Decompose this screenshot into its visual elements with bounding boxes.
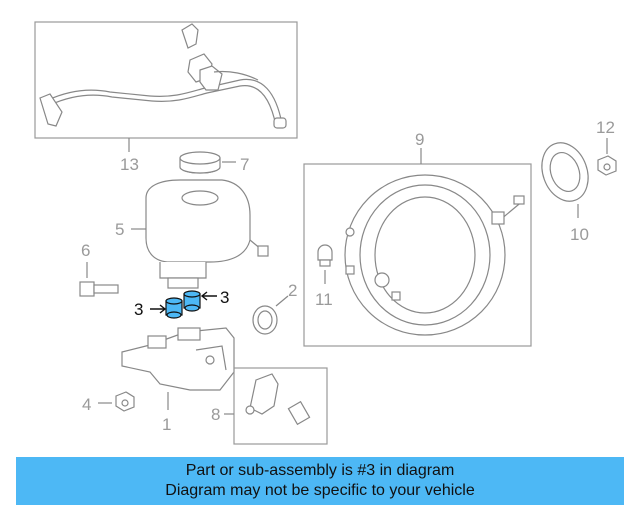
bolt-6 (79, 281, 119, 297)
callout-4: 4 (82, 395, 91, 414)
parts-diagram: 13 7 5 6 3 3 (34, 21, 617, 445)
callout-3-left: 3 (134, 300, 143, 319)
reservoir-cap (179, 151, 221, 174)
seal-ring-2 (252, 305, 278, 335)
callout-2: 2 (288, 281, 297, 300)
bracket-kit-box (233, 367, 328, 445)
brake-booster-box (303, 163, 532, 347)
callout-7: 7 (240, 155, 249, 174)
nut-4 (115, 391, 135, 412)
callout-3-right: 3 (220, 288, 229, 307)
gasket-10 (541, 142, 589, 202)
brake-fluid-reservoir (145, 179, 269, 289)
callout-6: 6 (81, 241, 90, 260)
reservoir-grommet-right (183, 290, 201, 312)
part-info-banner: Part or sub-assembly is #3 in diagram Di… (16, 457, 624, 505)
callout-10: 10 (570, 225, 589, 244)
reservoir-grommet-left (165, 297, 183, 319)
nut-12 (597, 155, 617, 176)
master-cylinder (121, 327, 235, 391)
callout-9: 9 (415, 130, 424, 149)
callout-1: 1 (162, 415, 171, 434)
callout-8: 8 (211, 405, 220, 424)
banner-line-1: Part or sub-assembly is #3 in diagram (185, 462, 455, 479)
vacuum-hose-assembly (34, 21, 298, 139)
callout-13: 13 (120, 155, 139, 174)
callout-5: 5 (115, 220, 124, 239)
callout-12: 12 (596, 118, 615, 137)
callout-11: 11 (315, 290, 333, 309)
banner-line-2: Diagram may not be specific to your vehi… (165, 482, 475, 499)
cap-11 (317, 244, 333, 267)
